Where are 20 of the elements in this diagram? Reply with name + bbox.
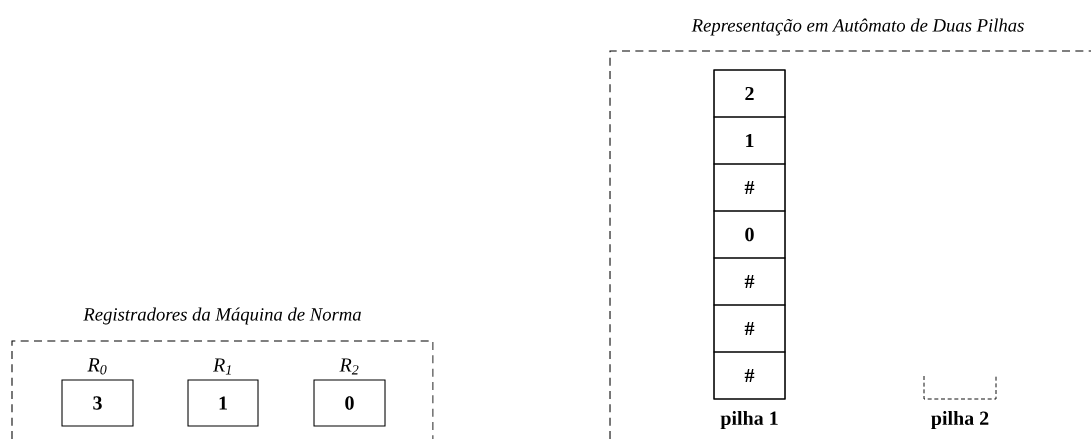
register-box: 0 [313,379,386,427]
stack-cell: 1 [713,116,786,165]
panel-title: Registradores da Máquina de Norma [83,307,361,325]
stack-cell: 0 [713,210,786,259]
stack-label: pilha 1 [720,410,778,430]
panel-title: Representação em Autômato de Duas Pilhas [691,18,1024,36]
register-name: R$_{0}$ [87,358,107,375]
stack-cell: # [713,304,786,353]
stack-cell: # [713,257,786,306]
register-name: R$_{2}$ [339,358,359,375]
stack-label: pilha 2 [931,410,989,430]
stack-cell: # [713,163,786,212]
stack-cell: 2 [713,69,786,118]
dashed-panel [11,307,434,439]
stack [923,375,997,400]
register-name: R$_{1}$ [212,358,231,375]
dashed-panel [609,18,1091,439]
register-box: 3 [61,379,134,427]
register-box: 1 [187,379,259,427]
stack-cell: # [713,351,786,400]
